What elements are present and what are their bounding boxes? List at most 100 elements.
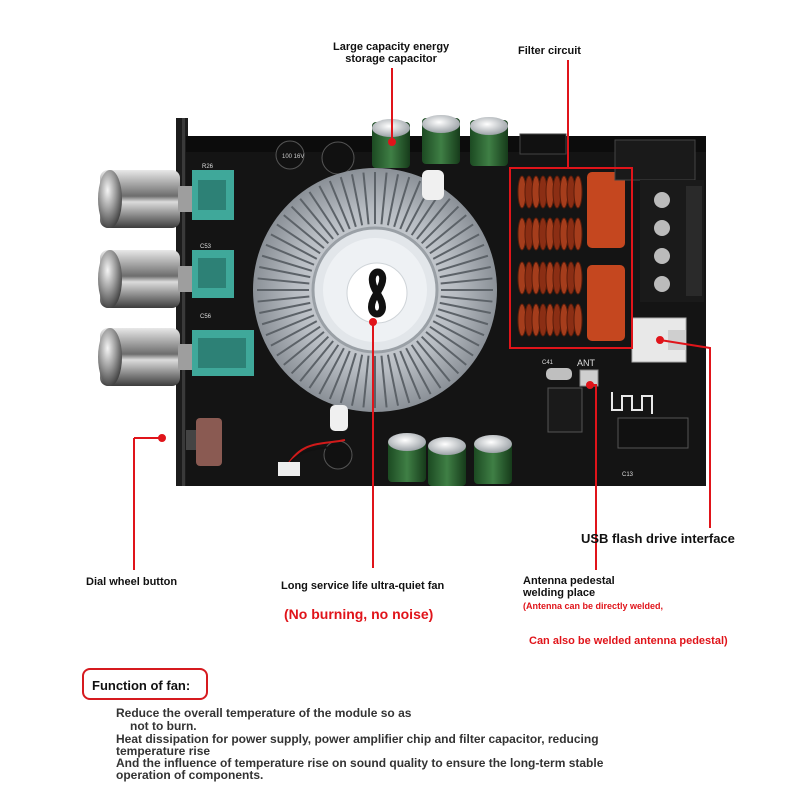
svg-text:R26: R26 (202, 164, 214, 170)
heatsink-fin (393, 176, 411, 228)
heatsink-fin (328, 350, 351, 400)
heatsink-fin (290, 335, 330, 375)
heatsink-fin (440, 295, 493, 303)
heatsink-fin (437, 308, 489, 326)
heatsink-fin (439, 265, 491, 279)
film-capacitor (587, 172, 625, 248)
heatsink-fin (265, 314, 315, 337)
heatsink-fin (318, 347, 345, 395)
heatsink-fin (432, 320, 480, 347)
heatsink-fin (270, 320, 318, 347)
heatsink-fin (257, 295, 310, 303)
fan-label: Long service life ultra-quiet fan (281, 580, 445, 592)
heatsink-fin (435, 314, 485, 337)
dial-label: Dial wheel button (86, 576, 178, 588)
heatsink-fin (350, 354, 364, 406)
heatsink-fin (299, 340, 334, 382)
energy-capacitor (428, 437, 466, 486)
usb-label: USB flash drive interface (581, 531, 735, 546)
heatsink-fin (308, 191, 340, 236)
heatsink-fin (339, 176, 357, 228)
heatsink-fin (405, 347, 432, 395)
antenna-note-1: (Antenna can be directly welded, (523, 601, 664, 611)
function-line: Heat dissipation for power supply, power… (116, 732, 599, 746)
diode (519, 133, 567, 155)
heatsink-fin (283, 214, 325, 249)
heatsink-fin (416, 340, 451, 382)
heatsink-fin (386, 354, 400, 406)
heatsink-fin (362, 172, 370, 225)
heatsink-fin (283, 331, 325, 366)
heatsink-fin (261, 254, 313, 272)
function-line: operation of components. (116, 768, 264, 782)
annotation-lines (133, 60, 711, 570)
heatsink-fin (290, 205, 330, 245)
antenna-note-2: Can also be welded antenna pedestal) (529, 635, 728, 647)
small-capacitor: 100 16V (275, 140, 305, 170)
capacitor-label-line1: Large capacity energy (333, 41, 450, 53)
dc-jack (614, 139, 696, 181)
treble-knob (98, 250, 194, 308)
heatsink-fin (270, 233, 318, 260)
heatsink-fin (437, 254, 489, 272)
heatsink-fin (425, 214, 467, 249)
heatsink-fin (435, 243, 485, 266)
heatsink-fin (410, 344, 442, 389)
heatsink-fin (416, 198, 451, 240)
dial-wheel (196, 418, 222, 466)
heatsink-fin (261, 308, 313, 326)
coil-winding (573, 175, 583, 209)
heatsink-fin (420, 205, 460, 245)
heatsink-fin (386, 174, 400, 226)
coil-winding (573, 303, 583, 337)
speaker-terminal (640, 180, 704, 302)
function-line: not to burn. (130, 719, 197, 733)
heatsink-fin (380, 355, 388, 408)
antenna-label: Antenna pedestal welding place (523, 575, 615, 599)
heatsink-fin (429, 325, 474, 357)
antenna-label-line1: Antenna pedestal (523, 575, 615, 587)
heatsink-fin (339, 352, 357, 404)
film-capacitor (587, 265, 625, 341)
heatsink-fin (399, 350, 422, 400)
heatsink-fin (276, 223, 321, 255)
bass-knob (98, 328, 194, 386)
heatsink-fin (328, 180, 351, 230)
svg-text:100 16V: 100 16V (282, 154, 304, 160)
volume-knob (98, 170, 194, 228)
svg-text:C56: C56 (200, 314, 212, 320)
heatsink-fin (440, 277, 493, 285)
energy-capacitor (470, 117, 508, 166)
heatsink-fin (362, 355, 370, 408)
fan-note: (No burning, no noise) (284, 606, 434, 622)
function-line: Reduce the overall temperature of the mo… (116, 706, 412, 720)
fan-logo (346, 262, 408, 324)
energy-capacitor (474, 435, 512, 484)
heatsink-fin (276, 325, 321, 357)
small-capacitor (321, 141, 355, 175)
function-line: temperature rise (116, 744, 211, 758)
heatsink-fin (393, 352, 411, 404)
bt-chip (547, 387, 583, 433)
audio-jack (617, 417, 689, 449)
heatsink-fin (318, 185, 345, 233)
heatsink-fin (429, 223, 474, 255)
coil-winding (573, 217, 583, 251)
heatsink-fin (265, 243, 315, 266)
svg-text:C41: C41 (542, 360, 554, 366)
heatsink-fin (439, 301, 491, 315)
crystal (546, 368, 572, 380)
filter-label: Filter circuit (518, 45, 581, 57)
svg-text:ANT: ANT (577, 358, 596, 368)
heatsink-fin (420, 335, 460, 375)
capacitor-label: Large capacity energy storage capacitor (333, 41, 449, 65)
function-line: And the influence of temperature rise on… (116, 756, 604, 770)
heatsink-fin (380, 172, 388, 225)
energy-capacitor (422, 115, 460, 164)
coil-winding (573, 261, 583, 295)
function-box (82, 668, 208, 700)
capacitor-label-line2: storage capacitor (345, 53, 437, 65)
heatsink-fin (299, 198, 334, 240)
heatsink-fin (259, 301, 311, 315)
